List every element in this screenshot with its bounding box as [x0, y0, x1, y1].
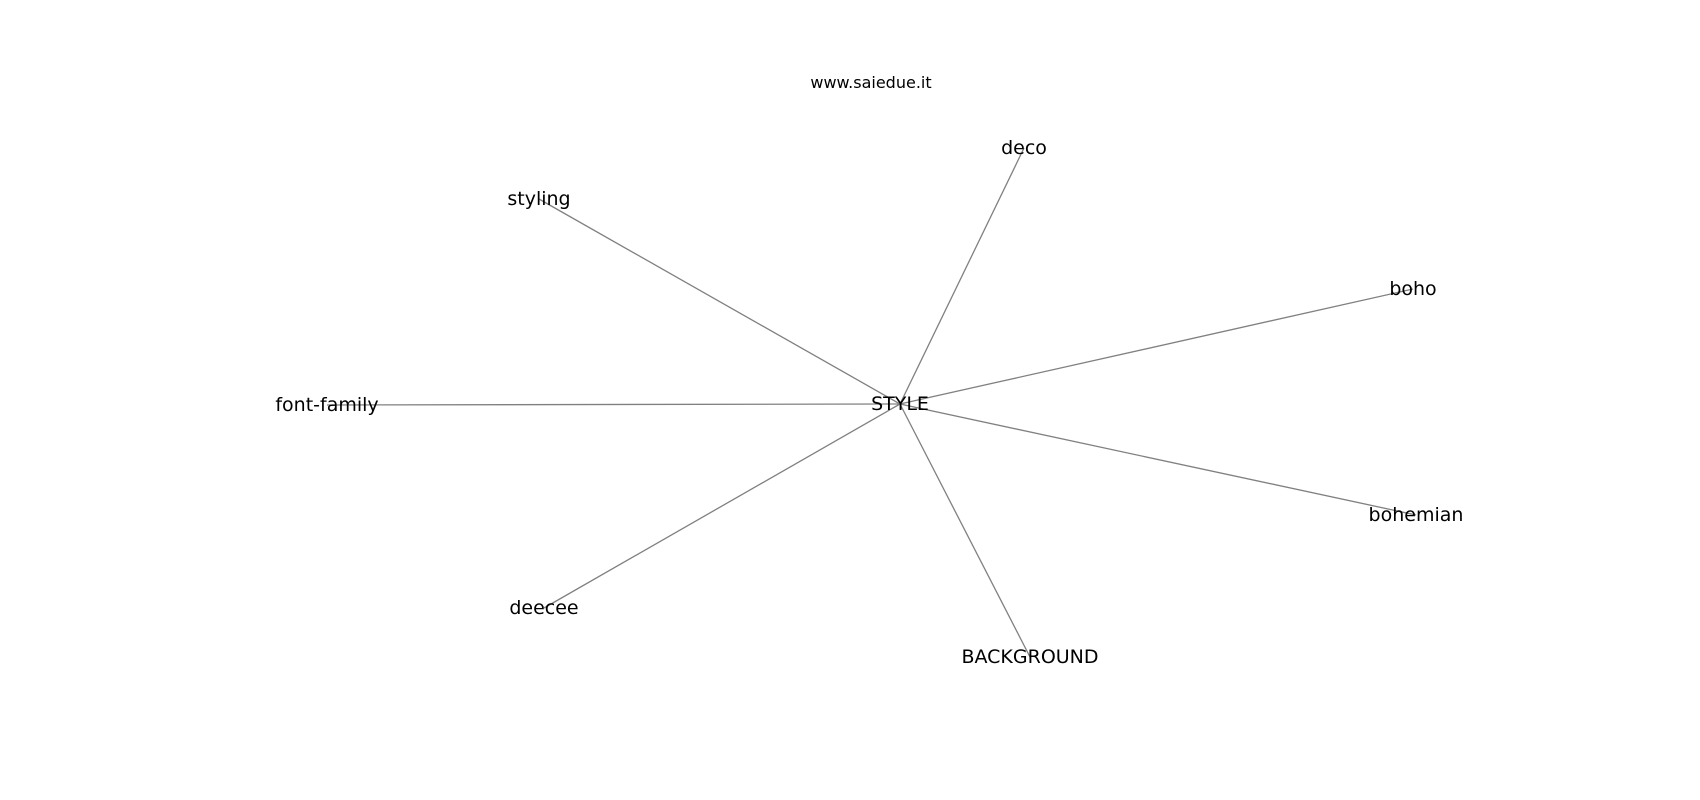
edge-style-deecee: [543, 403, 901, 609]
edge-style-boho: [899, 288, 1414, 405]
node-styling: styling: [507, 188, 570, 210]
node-layer: STYLE deco styling boho font-family bohemian d…: [275, 137, 1463, 668]
node-style: STYLE: [871, 393, 929, 415]
node-background: BACKGROUND: [961, 646, 1098, 668]
edge-style-background: [899, 403, 1031, 658]
edge-style-font-family: [326, 403, 901, 406]
node-boho: boho: [1389, 278, 1436, 300]
edge-style-deco: [899, 147, 1025, 405]
node-deecee: deecee: [509, 597, 578, 619]
diagram-title: www.saiedue.it: [810, 73, 931, 92]
node-deco: deco: [1001, 137, 1047, 159]
edge-style-bohemian: [899, 403, 1417, 516]
node-font-family: font-family: [275, 394, 378, 416]
node-bohemian: bohemian: [1369, 504, 1464, 526]
edge-layer: [326, 147, 1417, 658]
edge-style-styling: [538, 198, 901, 405]
